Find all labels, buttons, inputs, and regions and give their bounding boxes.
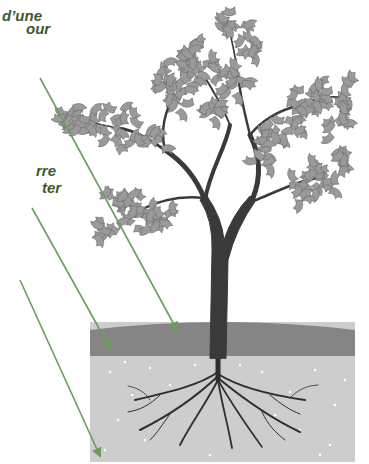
leaf bbox=[189, 45, 203, 56]
leaf bbox=[90, 215, 108, 233]
leaf bbox=[213, 82, 229, 96]
leaf bbox=[163, 72, 181, 90]
leaf bbox=[194, 68, 212, 86]
leaf bbox=[92, 234, 103, 248]
leaf bbox=[243, 19, 257, 31]
leaf bbox=[327, 185, 343, 203]
leaf bbox=[212, 102, 228, 120]
leaf bbox=[180, 70, 192, 84]
leaf bbox=[259, 118, 274, 130]
leaf bbox=[145, 218, 163, 234]
leaf bbox=[163, 97, 181, 114]
leaf bbox=[289, 196, 307, 214]
leaf bbox=[229, 56, 242, 71]
leaf bbox=[230, 32, 248, 49]
leaf bbox=[245, 44, 263, 61]
leaf bbox=[152, 81, 167, 93]
leaf bbox=[320, 119, 336, 134]
leaf bbox=[175, 108, 188, 123]
leaf bbox=[222, 25, 234, 39]
leaf bbox=[215, 8, 231, 25]
leaf bbox=[238, 77, 256, 95]
leaf bbox=[179, 94, 196, 109]
leaf bbox=[89, 102, 106, 117]
tree-trunk bbox=[70, 25, 345, 358]
leaf bbox=[129, 113, 145, 131]
leaf bbox=[197, 101, 215, 118]
leaf bbox=[318, 82, 335, 98]
soil-dots bbox=[104, 361, 346, 456]
leaf bbox=[159, 142, 176, 158]
leaf bbox=[299, 189, 313, 201]
callout-label: rre bbox=[36, 163, 56, 179]
leaf bbox=[329, 149, 345, 163]
leaf bbox=[134, 132, 147, 147]
leaf bbox=[113, 126, 130, 144]
leader-arrows bbox=[20, 78, 177, 456]
leaf bbox=[338, 111, 351, 126]
leaf bbox=[231, 92, 243, 106]
leaf bbox=[127, 189, 142, 201]
leaf bbox=[292, 125, 308, 138]
leaf bbox=[308, 153, 320, 167]
callout-label: ter bbox=[42, 180, 61, 196]
leaf bbox=[166, 199, 182, 217]
leaf bbox=[275, 131, 289, 147]
leaf bbox=[287, 168, 300, 183]
leaf bbox=[153, 204, 166, 219]
leaf bbox=[85, 123, 98, 138]
leaf bbox=[320, 131, 335, 144]
callout-label: our bbox=[26, 21, 50, 37]
roots bbox=[128, 356, 318, 448]
leaf bbox=[311, 100, 322, 114]
leaf bbox=[147, 125, 164, 141]
leaf bbox=[182, 83, 200, 100]
leaf bbox=[95, 132, 112, 148]
leaf bbox=[262, 162, 277, 178]
leaf bbox=[102, 98, 119, 116]
leaf bbox=[209, 116, 221, 130]
foliage bbox=[51, 3, 360, 248]
leaf bbox=[284, 96, 302, 114]
